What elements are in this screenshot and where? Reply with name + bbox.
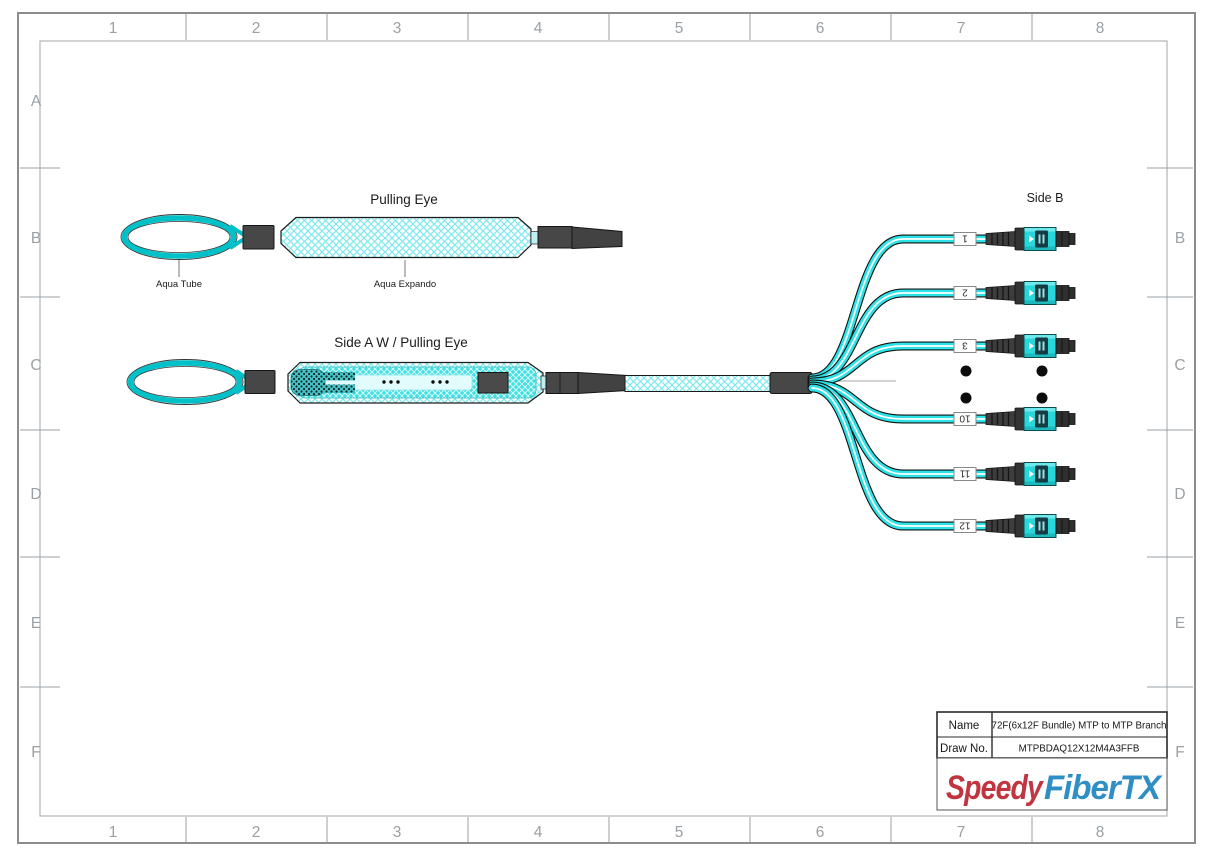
branch-ribbon-12 (807, 383, 993, 531)
grid-label: 7 (957, 20, 966, 37)
outer-border (17, 12, 1196, 844)
name-value: 72F(6x12F Bundle) MTP to MTP Branch (992, 721, 1167, 732)
grid-label: C (1174, 357, 1185, 374)
title-block: Name 72F(6x12F Bundle) MTP to MTP Branch… (936, 711, 1168, 811)
side-a-title: Side A W / Pulling Eye (334, 335, 468, 350)
branch-ribbon-2 (807, 288, 993, 385)
mtp-connector (985, 406, 1076, 432)
grid-label: 4 (534, 824, 543, 841)
speedyfibertx-logo: Speedy FiberTX (946, 769, 1164, 807)
trunk-connector (545, 372, 579, 394)
grid-label: B (1175, 230, 1185, 247)
grid-label: 8 (1096, 824, 1105, 841)
grid-label: D (30, 486, 41, 503)
grid-label: D (1174, 486, 1185, 503)
mtp-connector (985, 280, 1076, 306)
grid-label: B (31, 230, 41, 247)
grid-label: 2 (252, 824, 261, 841)
branch-label-10: 10 (953, 412, 977, 426)
logo-speedy: Speedy (946, 769, 1045, 807)
grid-label: E (31, 615, 41, 632)
omitted-branches-dots (960, 365, 1048, 404)
inner-block (477, 372, 509, 394)
title-table (936, 711, 1168, 759)
branch-number: 3 (962, 340, 968, 351)
branch-number: 2 (962, 287, 968, 298)
branch-label-1: 1 (953, 232, 977, 246)
branch-ribbons (807, 234, 993, 531)
grid-label: 4 (534, 20, 543, 37)
branch-number: 12 (959, 520, 971, 531)
side-a-loop (126, 359, 254, 405)
branch-ribbon-1 (807, 234, 993, 383)
grid-label: 1 (109, 824, 118, 841)
grid-label: C (30, 357, 41, 374)
inner-furcation-body (290, 369, 326, 396)
branch-number: 1 (962, 233, 968, 244)
mtp-connector (985, 513, 1076, 539)
column-ticks (185, 14, 1033, 842)
branch-label-11: 11 (953, 467, 977, 481)
grid-label: 5 (675, 20, 684, 37)
pulling-eye-title: Pulling Eye (370, 192, 438, 207)
aqua-tube-label: Aqua Tube (156, 279, 202, 290)
branch-label-2: 2 (953, 286, 977, 300)
row-ticks (20, 167, 1193, 688)
trunk-boot (577, 371, 628, 395)
drawno-label: Draw No. (940, 743, 988, 755)
aqua-tube-loop (120, 214, 249, 260)
bottom-coordinate-labels: 1 2 3 4 5 6 7 8 (109, 824, 1105, 841)
grid-label: 6 (816, 824, 825, 841)
breakout-branches: Side B (807, 191, 1076, 539)
right-coordinate-labels: B C D E F (1174, 230, 1185, 761)
grid-label: 1 (109, 20, 118, 37)
drawing-frame: 1 2 3 4 5 6 7 8 1 2 3 4 5 6 7 8 A B C D … (17, 12, 1196, 844)
crimp-sleeve (244, 370, 276, 394)
name-label: Name (949, 720, 980, 732)
neck (530, 231, 539, 245)
branch-number: 10 (959, 413, 971, 424)
mtp-connector (985, 226, 1076, 252)
logo-fibertx: FiberTX (1044, 769, 1163, 807)
side-b-title: Side B (1027, 191, 1064, 205)
drawno-value: MTPBDAQ12X12M4A3FFB (1019, 744, 1140, 755)
mtp-connector (985, 333, 1076, 359)
grid-label: F (31, 744, 40, 761)
branch-label-12: 12 (953, 519, 977, 533)
mtp-connector (985, 461, 1076, 487)
aqua-expando-mesh (280, 216, 532, 259)
branch-number: 11 (959, 468, 970, 479)
end-connector (537, 226, 573, 249)
grid-label: 6 (816, 20, 825, 37)
top-coordinate-labels: 1 2 3 4 5 6 7 8 (109, 20, 1105, 37)
side-a-assembly: Side A W / Pulling Eye (126, 335, 896, 405)
grid-label: 3 (393, 824, 402, 841)
aqua-expando-label: Aqua Expando (374, 279, 436, 290)
furcation-block (769, 372, 813, 394)
grid-label: 7 (957, 824, 966, 841)
grid-label: 5 (675, 824, 684, 841)
branch-label-3: 3 (953, 339, 977, 353)
branch-number-labels: 1 2 3 10 11 12 (953, 232, 977, 533)
inner-border (39, 40, 1168, 817)
left-coordinate-labels: A B C D E F (30, 93, 41, 761)
trunk-cable (624, 375, 773, 392)
pulling-eye-assembly: Pulling Eye Aqua Tube Aqua Expando (120, 192, 623, 290)
inner-furcation-leg (323, 384, 355, 393)
grid-label: 3 (393, 20, 402, 37)
end-boot (571, 226, 623, 250)
grid-label: E (1175, 615, 1185, 632)
crimp-sleeve (242, 225, 275, 250)
grid-label: 8 (1096, 20, 1105, 37)
fiber-dots (382, 380, 449, 384)
branch-ribbon-3 (807, 341, 993, 387)
grid-label: A (31, 93, 42, 110)
logo-box (936, 757, 1168, 811)
grid-label: F (1175, 744, 1184, 761)
grid-label: 2 (252, 20, 261, 37)
inner-furcation-leg (323, 372, 355, 381)
